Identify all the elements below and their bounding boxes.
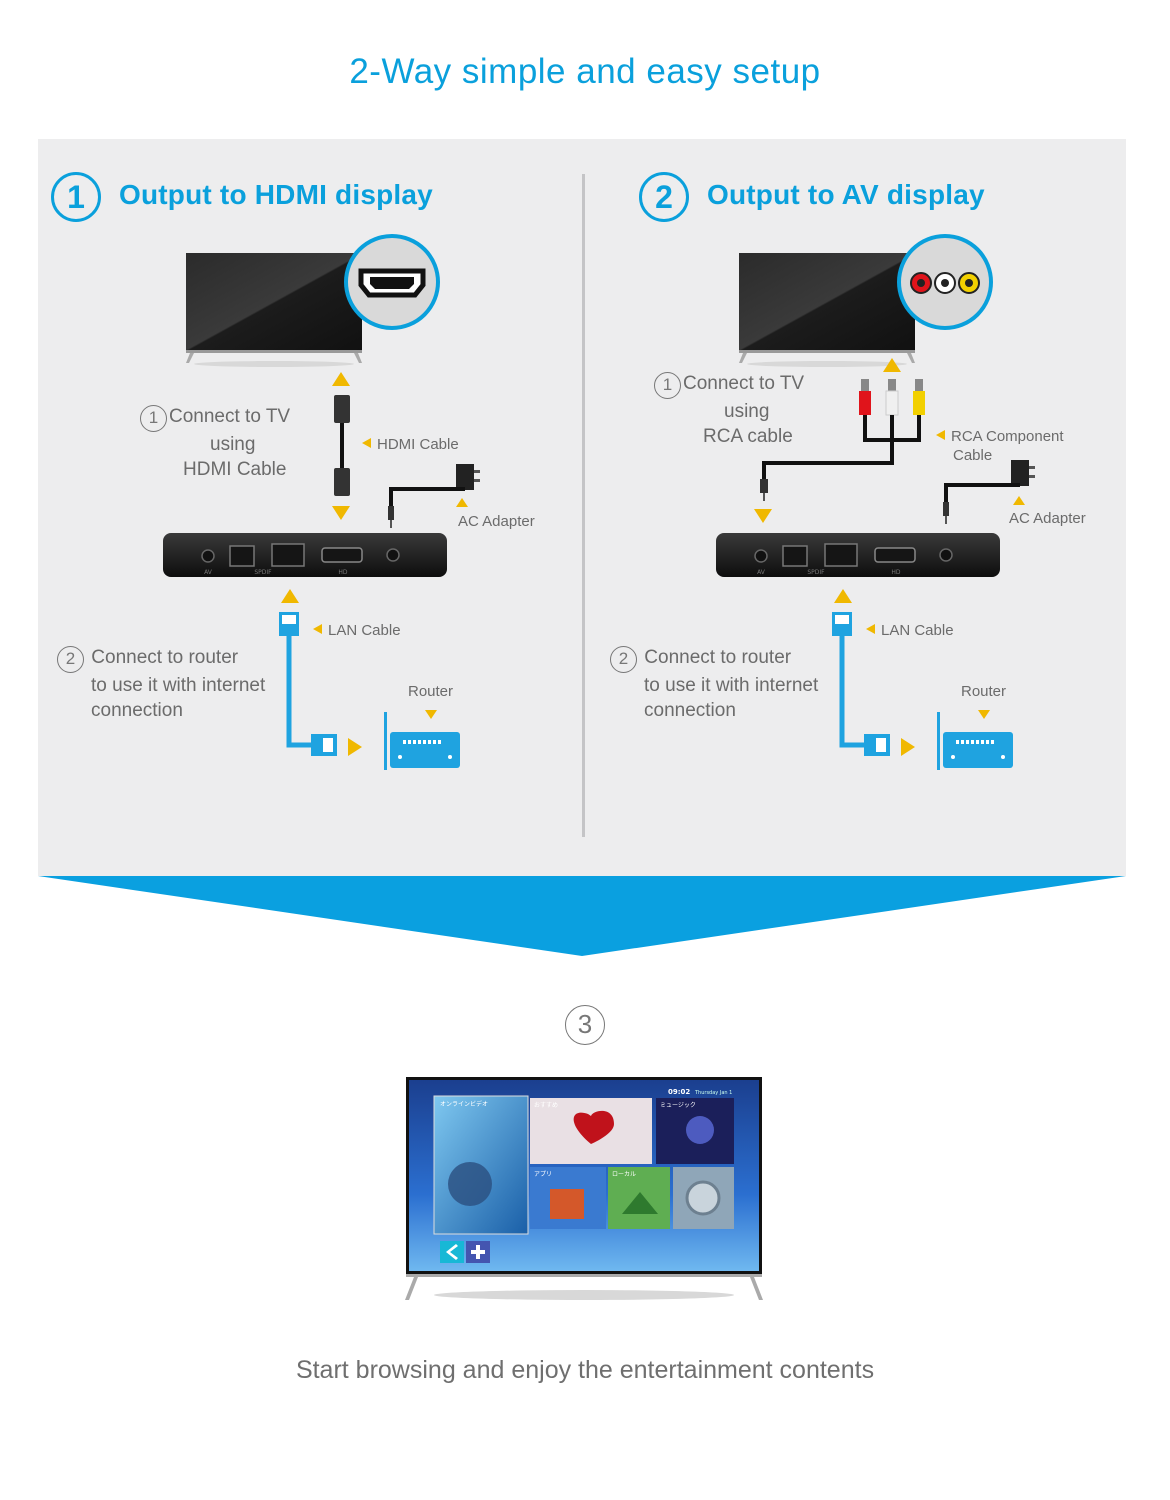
panel-divider <box>582 174 585 837</box>
hdmi-port-icon <box>344 234 440 330</box>
right-lan-label: LAN Cable <box>866 621 954 640</box>
svg-text:HD: HD <box>338 569 348 576</box>
tv-box-icon: AV SPDIF HD <box>163 533 447 577</box>
arrow-down-small-icon <box>425 710 437 719</box>
svg-text:ミュージック: ミュージック <box>660 1102 696 1109</box>
svg-text:SPDIF: SPDIF <box>807 569 825 576</box>
section-2-title: Output to AV display <box>707 179 985 210</box>
svg-text:Thursday Jan 1: Thursday Jan 1 <box>694 1090 732 1096</box>
section-2-number: 2 <box>639 172 689 222</box>
arrow-down-icon <box>332 506 350 520</box>
arrow-up-icon <box>883 358 901 372</box>
lan-cable-icon <box>832 612 890 756</box>
hdmi-cable-icon <box>334 395 350 496</box>
tv-av-icon <box>739 253 915 367</box>
left-router-label: Router <box>408 683 454 700</box>
arrow-right-icon <box>348 738 362 756</box>
down-chevron-banner <box>38 876 1126 956</box>
rca-cable-icon <box>760 379 925 501</box>
svg-text:アプリ: アプリ <box>534 1171 552 1178</box>
arrow-up-icon <box>834 589 852 603</box>
router-icon <box>937 712 1013 770</box>
svg-text:HD: HD <box>891 569 901 576</box>
section-1-title: Output to HDMI display <box>119 179 433 210</box>
ac-adapter-icon <box>388 464 480 528</box>
page-title: 2-Way simple and easy setup <box>349 52 821 91</box>
tv-hdmi-icon <box>186 253 362 367</box>
svg-text:SPDIF: SPDIF <box>254 569 272 576</box>
svg-text:AV: AV <box>757 569 766 576</box>
lan-cable-icon <box>279 612 337 756</box>
footer-text: Start browsing and enjoy the entertainme… <box>295 1356 875 1384</box>
svg-text:オンラインビデオ: オンラインビデオ <box>440 1100 488 1108</box>
av-port-icon <box>897 234 993 330</box>
section-1-number: 1 <box>51 172 101 222</box>
left-lan-label: LAN Cable <box>313 621 401 640</box>
left-step2-text: 2 Connect to router to use it with inter… <box>57 645 297 723</box>
ac-adapter-icon <box>943 460 1035 524</box>
arrow-down-small-icon <box>978 710 990 719</box>
arrow-up-small-icon <box>1013 496 1025 505</box>
hdmi-cable-label: HDMI Cable <box>362 435 459 454</box>
router-icon <box>384 712 460 770</box>
right-step2-text: 2 Connect to router to use it with inter… <box>610 645 850 723</box>
tv-launcher-screen: 09:02 Thursday Jan 1 オンラインビデオ おすすめ ミュージッ… <box>405 1077 763 1300</box>
right-router-label: Router <box>961 683 1007 700</box>
rca-cable-label: RCA Component Cable <box>936 427 1064 465</box>
arrow-up-icon <box>281 589 299 603</box>
svg-text:ローカル: ローカル <box>612 1171 636 1178</box>
svg-text:09:02: 09:02 <box>668 1088 690 1096</box>
tv-box-icon: AV SPDIF HD <box>716 533 1000 577</box>
arrow-up-icon <box>332 372 350 386</box>
arrow-up-small-icon <box>456 498 468 507</box>
svg-text:おすすめ: おすすめ <box>534 1102 558 1109</box>
svg-text:AV: AV <box>204 569 213 576</box>
left-adapter-label: AC Adapter <box>458 513 535 530</box>
right-adapter-label: AC Adapter <box>1009 510 1086 527</box>
arrow-down-icon <box>754 509 772 523</box>
arrow-right-icon <box>901 738 915 756</box>
step-3-number: 3 <box>565 1005 605 1045</box>
